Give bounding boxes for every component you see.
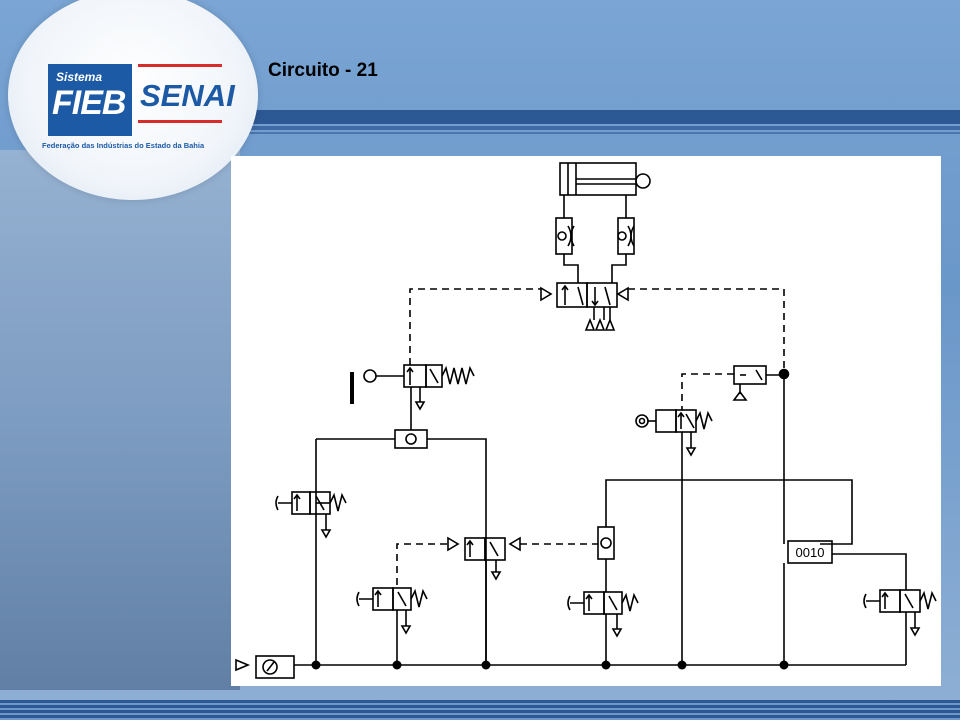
- shuttle-valve-vertical: [597, 479, 853, 560]
- pilot-valve-middle: [447, 536, 521, 581]
- circuit-svg: 0010: [235, 162, 937, 679]
- push-button-valve-right: [863, 589, 937, 665]
- header-band-stripe: [200, 126, 960, 130]
- push-button-valve-bottom-left: [356, 587, 428, 665]
- logo-caption: Federação das Indústrias do Estado da Ba…: [42, 141, 205, 150]
- shuttle-valve-top: [315, 387, 487, 665]
- double-acting-cylinder: [559, 162, 651, 196]
- flow-control-valve-left: [555, 217, 575, 255]
- pneumatic-counter: 0010: [783, 540, 907, 665]
- logo-fieb-text: FIEB: [52, 84, 126, 122]
- logo-red-line: [138, 64, 222, 67]
- background-city-photo: [0, 150, 240, 690]
- push-button-valve-bottom-middle: [567, 559, 639, 665]
- header-band: [200, 110, 960, 124]
- air-supply-unit: [235, 655, 906, 679]
- cylinder-air-lines: [563, 195, 627, 283]
- header-band-stripe-thin: [200, 132, 960, 134]
- roller-lever-valve: [350, 364, 475, 411]
- senai-logo: SENAI: [140, 78, 235, 113]
- slide-title: Circuito - 21: [268, 60, 378, 81]
- counter-value: 0010: [796, 545, 825, 560]
- main-directional-valve: [540, 282, 629, 331]
- pilot-lines: [396, 288, 785, 585]
- pneumatic-timer: [732, 365, 784, 401]
- fieb-logo: Sistema FIEB: [48, 64, 132, 136]
- flow-control-valve-right: [617, 217, 635, 255]
- logo-red-line: [138, 120, 222, 123]
- pneumatic-circuit-diagram: 0010: [231, 156, 941, 686]
- footer-band: [0, 700, 960, 720]
- push-button-valve-left: [275, 491, 347, 539]
- roller-valve-right: [635, 409, 713, 665]
- logo-sistema-text: Sistema: [56, 70, 103, 84]
